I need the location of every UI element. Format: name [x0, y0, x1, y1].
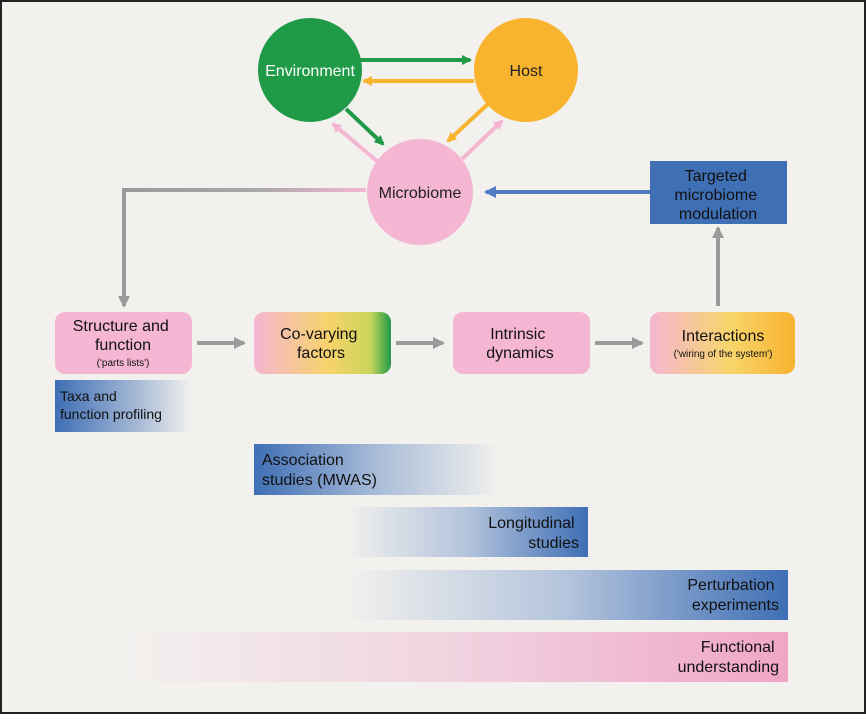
covarying-factors-box [254, 312, 391, 374]
targeted-modulation-box [650, 161, 787, 224]
association-studies-bar [254, 444, 500, 495]
microbiome-node [367, 139, 473, 245]
host-node [474, 18, 578, 122]
interactions-sublabel: ('wiring of the system') [674, 349, 773, 360]
structure-function-sublabel: ('parts lists') [97, 358, 150, 369]
environment-node [258, 18, 362, 122]
longitudinal-studies-label: Longitudinal studies [488, 515, 579, 552]
functional-understanding-label: Functional understanding [678, 639, 779, 676]
association-studies-label: Association studies (MWAS) [262, 452, 377, 489]
arrow-microbiome-to-environment [331, 122, 379, 163]
taxa-profiling-label: Taxa and function profiling [60, 388, 162, 422]
covarying-factors-label: Co-varying factors [280, 326, 362, 362]
perturbation-experiments-bar [345, 570, 788, 620]
arrow-microbiome-to-structure [122, 188, 366, 303]
microbiome-label: Microbiome [379, 185, 462, 202]
arrow-environment-to-microbiome [344, 107, 385, 146]
arrow-microbiome-to-host [460, 119, 504, 161]
structure-function-label: Structure and function [73, 318, 174, 354]
host-label: Host [510, 63, 543, 80]
interactions-label: Interactions [682, 328, 765, 345]
perturbation-experiments-label: Perturbation experiments [687, 577, 779, 614]
structure-function-box [55, 312, 192, 374]
environment-label: Environment [265, 63, 355, 80]
longitudinal-studies-bar [345, 507, 588, 557]
intrinsic-dynamics-label: Intrinsic dynamics [486, 326, 554, 362]
taxa-profiling-bar [55, 380, 192, 432]
targeted-modulation-label: Targeted microbiome modulation [674, 168, 761, 223]
functional-understanding-bar [120, 632, 788, 682]
intrinsic-dynamics-box [453, 312, 590, 374]
interactions-box [650, 312, 795, 374]
arrow-host-to-microbiome [446, 101, 491, 143]
